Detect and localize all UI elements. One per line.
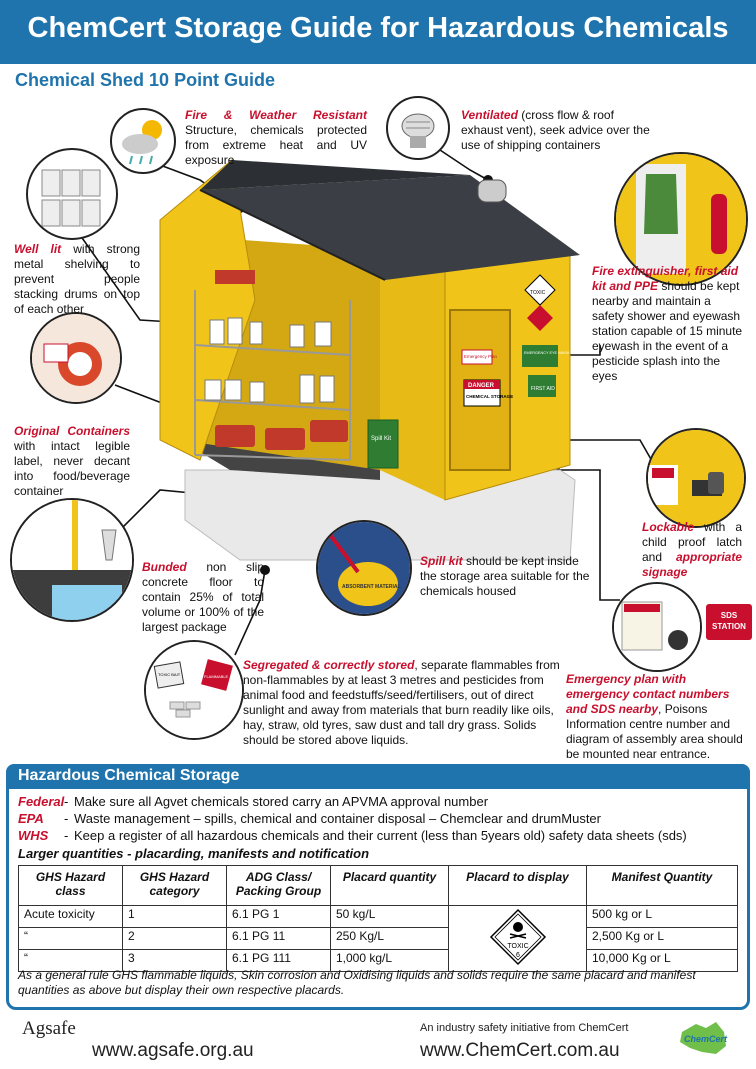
point-fire-extinguisher: Fire extinguisher, first aid kit and PPE… xyxy=(592,264,743,383)
header-banner: ChemCert Storage Guide for Hazardous Che… xyxy=(0,0,756,64)
table-row: Acute toxicity 1 6.1 PG 1 50 kg/L TOXIC … xyxy=(18,905,738,972)
absorbent-label: ABSORBENT MATERIAL xyxy=(342,584,401,590)
reg-whs: WHS-Keep a register of all hazardous che… xyxy=(18,828,687,843)
chemcert-logo: ChemCert xyxy=(672,1018,732,1060)
toxic-diamond-label: TOXIC xyxy=(530,290,546,296)
ppe-station-icon xyxy=(614,152,748,286)
toxic-placard: TOXIC 6 xyxy=(448,905,587,972)
column-header: Placard to display xyxy=(448,865,587,906)
column-header: Placard quantity xyxy=(330,865,449,906)
point-original-containers: Original Containers with intact legible … xyxy=(14,424,130,498)
chemcert-url[interactable]: www.ChemCert.com.au xyxy=(420,1040,620,1061)
point-lockable: Lockable with a child proof latch and ap… xyxy=(642,520,742,579)
table-row: “ 3 6.1 PG 111 1,000 kg/L 10,000 Kg or L xyxy=(18,949,738,972)
point-spill-kit: Spill kit should be kept inside the stor… xyxy=(420,554,590,598)
spill-kit-icon: ABSORBENT MATERIAL xyxy=(316,520,412,616)
point-emergency-plan: Emergency plan with emergency contact nu… xyxy=(566,672,743,761)
danger-sign-heading: DANGER xyxy=(468,383,495,389)
roof-vent-icon xyxy=(386,96,450,160)
placard-table: GHS Hazard class GHS Hazard category ADG… xyxy=(18,865,738,972)
table-header-row: GHS Hazard class GHS Hazard category ADG… xyxy=(18,865,738,906)
column-header: GHS Hazard category xyxy=(122,865,227,906)
placard-text: TOXIC xyxy=(507,943,528,950)
emergency-plan-sign: Emergency Plan xyxy=(464,354,498,359)
agsafe-url[interactable]: www.agsafe.org.au xyxy=(92,1040,254,1061)
page-title: ChemCert Storage Guide for Hazardous Che… xyxy=(27,12,729,44)
shed-illustration: Spill Kit DANGER CHEMICAL STORAGE Emerge… xyxy=(79,149,661,656)
danger-sign-text: CHEMICAL STORAGE xyxy=(466,394,513,399)
reg-epa: EPA-Waste management – spills, chemical … xyxy=(18,811,601,826)
lock-latch-icon xyxy=(646,428,746,528)
general-rule-note: As a general rule GHS flammable liquids,… xyxy=(18,968,696,997)
toxic-placard-icon: TOXIC 6 xyxy=(489,908,546,966)
storage-panel-header: Hazardous Chemical Storage xyxy=(6,764,750,789)
reg-federal: Federal-Make sure all Agvet chemicals st… xyxy=(18,794,489,809)
point-bunded: Bunded non slip concrete floor to contai… xyxy=(142,560,264,634)
weather-icon xyxy=(110,108,176,174)
bunded-floor-icon xyxy=(10,498,134,622)
emergency-plan-icon xyxy=(612,582,702,672)
placard-class-number: 6 xyxy=(516,952,520,959)
storage-panel-title: Hazardous Chemical Storage xyxy=(18,767,240,784)
spill-kit-bin-label: Spill Kit xyxy=(371,436,391,442)
initiative-tagline: An industry safety initiative from ChemC… xyxy=(420,1022,629,1034)
column-header: Manifest Quantity xyxy=(586,865,738,906)
segregated-storage-icon: TOXIC BAIT FLAMMABLE xyxy=(144,640,244,740)
point-ventilated: Ventilated (cross flow & roof exhaust ve… xyxy=(461,108,650,152)
table-row: “ 2 6.1 PG 11 250 Kg/L 2,500 Kg or L xyxy=(18,927,738,950)
australia-map-icon: ChemCert xyxy=(680,1022,728,1054)
eyewash-sign: EMERGENCY EYE WASH STATION xyxy=(524,351,587,355)
point-segregated: Segregated & correctly stored, separate … xyxy=(243,658,560,747)
larger-quantities-heading: Larger quantities - placarding, manifest… xyxy=(18,846,370,861)
point-fire-weather: Fire & Weather Resistant Structure, chem… xyxy=(185,108,367,167)
agsafe-logo: Agsafe xyxy=(22,1018,76,1039)
point-well-lit: Well lit with strong metal shelving to p… xyxy=(14,242,141,316)
column-header: GHS Hazard class xyxy=(18,865,123,906)
column-header: ADG Class/ Packing Group xyxy=(226,865,331,906)
svg-text:ChemCert: ChemCert xyxy=(684,1034,728,1044)
section-subtitle: Chemical Shed 10 Point Guide xyxy=(15,70,276,90)
drums-shelving-icon xyxy=(26,148,118,240)
toxic-bait-label: TOXIC BAIT xyxy=(158,672,181,677)
first-aid-sign: FIRST AID xyxy=(531,386,555,392)
container-label-icon xyxy=(30,312,122,404)
flammable-label: FLAMMABLE xyxy=(204,674,229,679)
sds-station-sign: SDS STATION xyxy=(706,604,752,640)
